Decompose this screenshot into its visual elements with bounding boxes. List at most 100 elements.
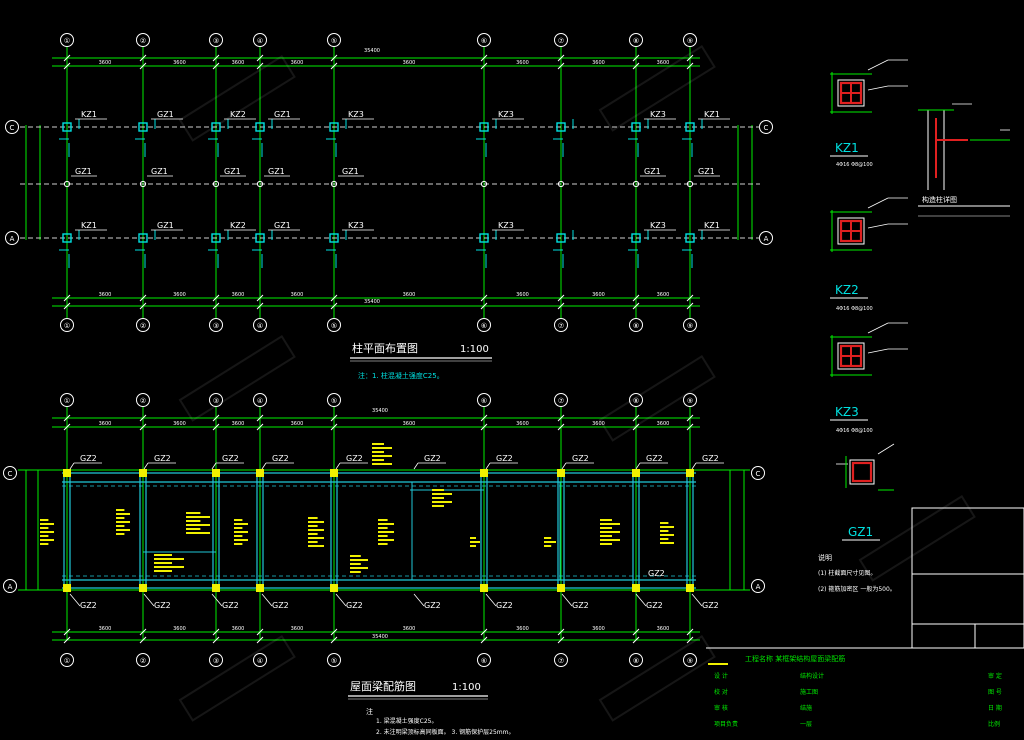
gz2-label-leader: [211, 462, 217, 470]
dim-tick: [63, 302, 71, 310]
dim-tick: [632, 62, 640, 70]
axis-bubble-bottom-circle: [629, 653, 643, 667]
gz2-label-top: GZ2: [80, 454, 97, 463]
mid-column-symbol: [557, 180, 565, 188]
column-node: [139, 469, 147, 477]
dim-tick: [63, 294, 71, 302]
title-block-cell: 一层: [800, 721, 812, 728]
column-label-top: KZ3: [498, 110, 514, 119]
dim-span-text: 3600: [657, 626, 670, 632]
dim-tick: [480, 628, 488, 636]
column-node: [686, 469, 694, 477]
axis-bubble-top-label: ⑤: [331, 397, 337, 405]
column-symbol: [62, 233, 72, 243]
side-section-label: 构造柱详图: [922, 195, 957, 204]
gz2-label-leader: [335, 593, 347, 607]
dim-span-text: 3600: [657, 292, 670, 298]
axis-bubble-bottom-circle: [327, 653, 341, 667]
axis-bubble-top-label: ⑤: [331, 37, 337, 45]
column-symbol: [556, 122, 566, 132]
detail-note-b: (2) 箍筋加密区 一般为500。: [818, 585, 896, 593]
row-bubble-right-label: A: [756, 583, 761, 591]
row-bubble-right-label: C: [764, 124, 769, 132]
axis-bubble-top-circle: [253, 33, 267, 47]
watermark-mark: [858, 495, 976, 582]
dim-span-text: 3600: [291, 60, 304, 66]
dim-tick: [632, 414, 640, 422]
dim-span-text: 3600: [291, 421, 304, 427]
dim-tick: [212, 414, 220, 422]
gz2-label-bottom: GZ2: [346, 601, 363, 610]
dim-tick: [632, 636, 640, 644]
title-block-cell: 结构设计: [800, 672, 824, 680]
dim-tick: [256, 628, 264, 636]
watermark-mark: [178, 335, 296, 422]
axis-bubble-top-circle: [629, 393, 643, 407]
dim-tick: [686, 628, 694, 636]
title-block-cell: 比例: [988, 720, 1000, 728]
axis-bubble-bottom-circle: [253, 318, 267, 332]
gz1-section-detail: [836, 443, 895, 491]
column-label-bottom: KZ1: [81, 221, 97, 230]
axis-bubble-top-label: ③: [213, 397, 219, 405]
column-node: [212, 469, 220, 477]
title-block: 工程名称 某框架结构屋面梁配筋 设 计结构设计审 定校 对施工图图 号审 核结施…: [706, 507, 1024, 728]
dim-tick: [686, 302, 694, 310]
dim-tick: [139, 628, 147, 636]
column-symbol: [211, 233, 221, 243]
dim-span-text: 3600: [232, 421, 245, 427]
mid-column-symbol: [480, 180, 488, 188]
axis-bubble-bottom-circle: [683, 318, 697, 332]
gz2-label-top: GZ2: [346, 454, 363, 463]
column-node: [480, 584, 488, 592]
column-node: [632, 584, 640, 592]
column-symbol: [255, 122, 265, 132]
dim-span-text: 3600: [592, 421, 605, 427]
dim-tick: [557, 302, 565, 310]
dim-tick: [557, 636, 565, 644]
axis-bubble-top-label: ⑦: [558, 37, 564, 45]
dim-span-text: 3600: [232, 292, 245, 298]
gz2-label-top: GZ2: [496, 454, 513, 463]
row-bubble-right-circle: [751, 579, 765, 593]
gz2-label-leader: [561, 462, 567, 470]
column-label-top: KZ1: [81, 110, 97, 119]
dim-tick: [686, 423, 694, 431]
watermark-mark: [178, 635, 296, 722]
dim-tick: [330, 294, 338, 302]
axis-bubble-bottom-circle: [60, 653, 74, 667]
axis-bubble-bottom-circle: [554, 653, 568, 667]
gz2-label-bottom: GZ2: [222, 601, 239, 610]
dim-tick: [212, 628, 220, 636]
column-node: [139, 584, 147, 592]
dim-tick: [686, 62, 694, 70]
kz3-section-detail: [830, 322, 908, 377]
detail-notes-head: 说明: [818, 553, 832, 562]
dim-tick: [686, 294, 694, 302]
dim-span-text: 3600: [291, 626, 304, 632]
column-label-mid: GZ1: [151, 167, 168, 176]
axis-bubble-top-label: ⑧: [633, 37, 639, 45]
column-label-top: KZ3: [348, 110, 364, 119]
dim-tick: [139, 302, 147, 310]
dim-tick: [330, 423, 338, 431]
gz2-label-top: GZ2: [222, 454, 239, 463]
dim-tick: [212, 423, 220, 431]
axis-bubble-bottom-label: ①: [64, 657, 70, 665]
dim-tick: [256, 302, 264, 310]
gz2-label-top: GZ2: [154, 454, 171, 463]
gz2-label-top: GZ2: [272, 454, 289, 463]
column-plan-scale: 1:100: [460, 344, 489, 355]
gz2-label-bottom: GZ2: [496, 601, 513, 610]
axis-bubble-top-label: ①: [64, 37, 70, 45]
dim-tick: [139, 54, 147, 62]
dim-span-text: 3600: [403, 60, 416, 66]
gz2-label-leader: [691, 593, 703, 607]
axis-bubble-bottom-circle: [136, 653, 150, 667]
dim-tick: [139, 636, 147, 644]
watermark-box: [178, 335, 296, 422]
column-symbol: [211, 122, 221, 132]
column-label-top: KZ3: [650, 110, 666, 119]
dim-tick: [256, 636, 264, 644]
column-label-bottom: KZ2: [230, 221, 246, 230]
